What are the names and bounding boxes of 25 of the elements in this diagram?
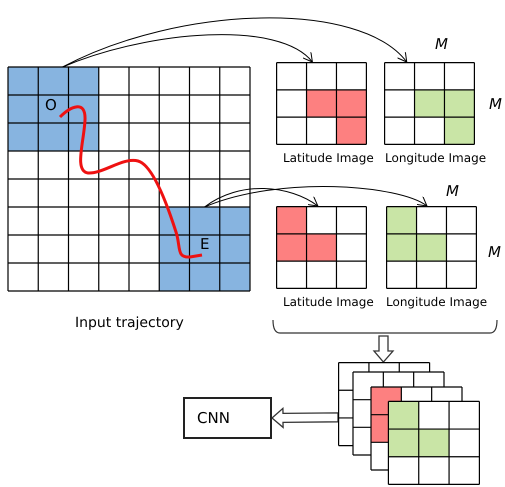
region-letter: E [200, 237, 210, 252]
arrow [204, 188, 318, 208]
image-grid [276, 62, 367, 145]
cnn-box: CNN [183, 397, 272, 439]
node-label: Longitude Image [385, 152, 486, 164]
arrow [62, 18, 408, 68]
trajectory-grid [8, 67, 250, 291]
dimension-label: M [489, 97, 502, 112]
node-label: Input trajectory [75, 316, 184, 330]
node-label: Latitude Image [283, 296, 374, 308]
dimension-label: M [488, 245, 501, 260]
dimension-label: M [435, 37, 448, 52]
dimension-label: M [446, 184, 459, 199]
block-arrow [372, 335, 394, 363]
highlighted-region [8, 67, 99, 151]
region-letter: O [45, 98, 57, 113]
arrow [62, 34, 313, 68]
block-arrow [271, 406, 339, 429]
node-label: Longitude Image [386, 296, 488, 308]
image-grid [276, 206, 367, 289]
arrow [204, 186, 428, 208]
image-grid [386, 206, 477, 289]
image-grid [384, 62, 475, 145]
node-label: Latitude Image [283, 152, 374, 164]
image-stack-drawing [338, 362, 480, 485]
